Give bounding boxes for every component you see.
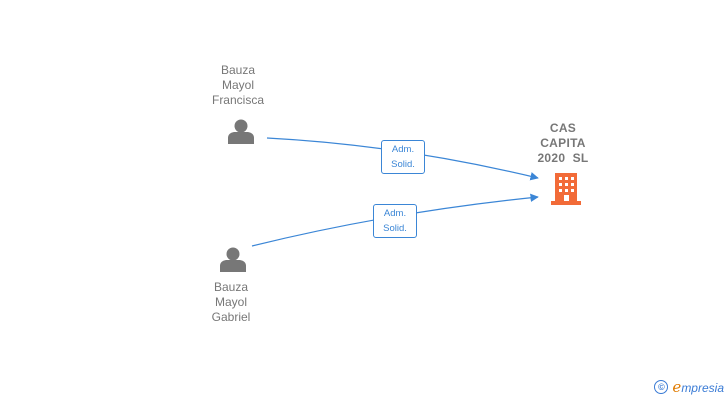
person2-name[interactable]: Bauza Mayol Gabriel <box>191 280 271 325</box>
person-icon[interactable] <box>220 247 246 273</box>
person1-name-line: Bauza <box>220 63 256 77</box>
person2-name-line: Bauza <box>213 280 249 294</box>
copyright-icon: © <box>654 380 669 394</box>
edge-label[interactable]: Adm. Solid. <box>373 204 417 238</box>
person1-name-line: Mayol <box>221 78 254 92</box>
brand-rest: mpresia <box>681 381 724 395</box>
person1-name[interactable]: Bauza Mayol Francisca <box>198 63 278 108</box>
company-name-line: CAPITA <box>540 136 586 150</box>
company-name[interactable]: CAS CAPITA 2020 SL <box>523 121 603 166</box>
person1-name-line: Francisca <box>211 93 264 107</box>
person-icon[interactable] <box>228 119 254 145</box>
edge-label[interactable]: Adm. Solid. <box>381 140 425 174</box>
edge-label-line: Adm. <box>383 208 407 219</box>
edge-label-line: Solid. <box>383 223 407 234</box>
building-icon[interactable] <box>551 173 581 205</box>
edge-label-line: Adm. <box>391 144 415 155</box>
person2-name-line: Gabriel <box>211 310 251 324</box>
edge-label-line: Solid. <box>391 159 415 170</box>
empresia-logo: © empresia <box>654 378 724 396</box>
company-name-line: CAS <box>549 121 577 135</box>
company-name-line: 2020 SL <box>537 151 589 165</box>
person2-name-line: Mayol <box>214 295 247 309</box>
brand-initial: e <box>672 378 682 396</box>
